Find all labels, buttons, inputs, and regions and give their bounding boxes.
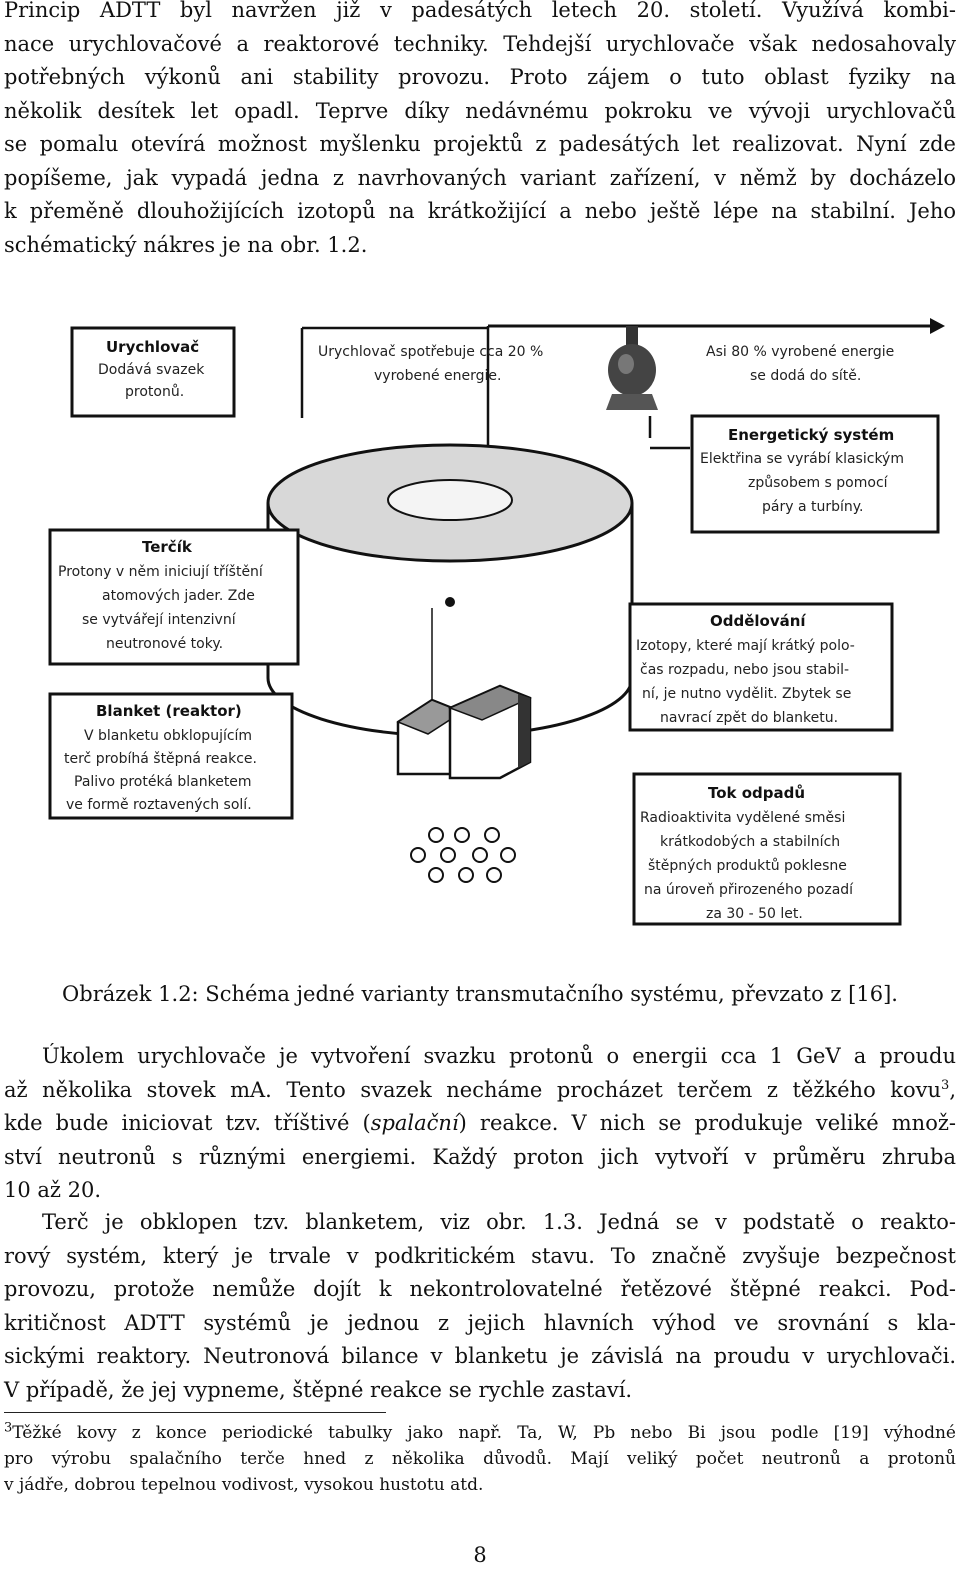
grid-note-line: se dodá do sítě.: [750, 368, 861, 384]
footnote-marker: 3: [941, 1077, 950, 1093]
text-line: potřebných výkonů ani stability provozu.…: [4, 65, 956, 89]
paragraph-blanket: Terč je obklopen tzv. blanketem, viz obr…: [4, 1206, 956, 1407]
text-span: až několika stovek mA. Tento svazek nech…: [4, 1077, 942, 1102]
accelerator-title: Urychlovač: [106, 338, 199, 356]
text-line: nace urychlovačové a reaktorové techniky…: [4, 31, 956, 56]
footnote-number: 3: [4, 1420, 13, 1436]
target-line: se vytvářejí intenzivní: [82, 612, 237, 628]
text-line: popíšeme, jak vypadá jedna z navrhovanýc…: [4, 165, 956, 190]
target-line: atomových jader. Zde: [102, 588, 255, 604]
target-box: Terčík Protony v něm iniciují tříštění a…: [48, 528, 300, 666]
text-line: Princip ADTT byl navržen již v padesátýc…: [4, 0, 956, 22]
text-line: Terč je obklopen tzv. blanketem, viz obr…: [42, 1210, 956, 1234]
blanket-drum: [266, 443, 634, 738]
consumption-note-line: Urychlovač spotřebuje cca 20 %: [318, 344, 543, 360]
waste-box: Tok odpadů Radioaktivita vydělené směsi …: [632, 772, 902, 926]
separation-line: navrací zpět do blanketu.: [660, 710, 838, 726]
text-line: sickými reaktory. Neutronová bilance v b…: [4, 1344, 956, 1368]
blanket-box: Blanket (reaktor) V blanketu obklopující…: [48, 692, 294, 820]
text-span: Těžké kovy z konce periodické tabulky ja…: [12, 1423, 956, 1443]
separation-line: Izotopy, které mají krátký polo-: [636, 638, 855, 654]
transmutation-system-diagram: Urychlovač Dodává svazek protonů. Urychl…: [48, 318, 945, 926]
text-line: V případě, že jej vypneme, štěpné reakce…: [4, 1377, 633, 1402]
text-line: až několika stovek mA. Tento svazek nech…: [4, 1077, 956, 1102]
text-line: provozu, protože nemůže dojít k nekontro…: [4, 1277, 956, 1301]
text-line: k přeměně dlouhožijících izotopů na krát…: [4, 199, 956, 223]
waste-line: za 30 - 50 let.: [706, 906, 803, 922]
blanket-line: V blanketu obklopujícím: [84, 728, 252, 744]
waste-title: Tok odpadů: [708, 784, 805, 802]
target-line: neutronové toky.: [106, 636, 223, 652]
text-line: kde bude iniciovat tzv. tříštivé (spalač…: [4, 1107, 956, 1141]
accelerator-line: protonů.: [125, 384, 184, 400]
text-line: několik desítek let opadl. Teprve díky n…: [4, 98, 956, 123]
separation-line: čas rozpadu, nebo jsou stabil-: [640, 662, 849, 678]
energy-system-line: páry a turbíny.: [762, 499, 864, 515]
consumption-note-line: vyrobené energie.: [374, 368, 501, 384]
text-line: ství neutronů s různými energiemi. Každý…: [4, 1144, 956, 1169]
energy-system-title: Energetický systém: [728, 426, 894, 444]
energy-flow-arrowhead: [930, 318, 945, 334]
intro-paragraph: Princip ADTT byl navržen již v padesátýc…: [4, 0, 956, 262]
text-line: rový systém, který je trvale v podkritic…: [4, 1243, 956, 1268]
footnote-line: v jádře, dobrou tepelnou vodivost, vysok…: [4, 1475, 484, 1495]
target-dot: [445, 597, 455, 607]
footnote-line: pro výrobu spalačního terče hned z někol…: [4, 1449, 956, 1469]
figure-caption: Obrázek 1.2: Schéma jedné varianty trans…: [62, 982, 898, 1006]
text-line: 10 až 20.: [4, 1178, 102, 1202]
separation-line: ní, je nutno vydělit. Zbytek se: [642, 686, 851, 702]
accelerator-box: Urychlovač Dodává svazek protonů.: [70, 326, 236, 418]
target-line: Protony v něm iniciují tříštění: [58, 564, 264, 580]
energy-system-line: Elektřina se vyrábí klasickým: [700, 451, 904, 467]
waste-particles: [410, 827, 516, 883]
text-line: Úkolem urychlovače je vytvoření svazku p…: [42, 1044, 956, 1068]
emphasis-term: spalační: [370, 1111, 459, 1135]
waste-line: na úroveň přirozeného pozadí: [644, 882, 854, 898]
blanket-line: ve formě roztavených solí.: [66, 797, 252, 813]
accelerator-line: Dodává svazek: [98, 362, 205, 378]
footnote-rule: [4, 1412, 386, 1413]
text-line: se pomalu otevírá možnost myšlenku proje…: [4, 132, 956, 156]
page-number: 8: [473, 1543, 487, 1567]
target-title: Terčík: [142, 538, 193, 556]
footnote: 3Těžké kovy z konce periodické tabulky j…: [4, 1420, 956, 1498]
text-span: kde bude iniciovat tzv. tříštivé (: [4, 1111, 371, 1135]
text-span: ) reakce. V nich se produkuje veliké mno…: [458, 1111, 956, 1135]
waste-line: krátkodobých a stabilních: [660, 834, 840, 850]
footnote-line: 3Těžké kovy z konce periodické tabulky j…: [4, 1420, 956, 1446]
waste-line: štěpných produktů poklesne: [648, 858, 847, 874]
separation-box: Oddělování Izotopy, které mají krátký po…: [628, 602, 894, 732]
blanket-line: Palivo protéká blanketem: [74, 774, 252, 790]
text-line: kritičnost ADTT systémů je jednou z jeji…: [4, 1310, 956, 1335]
grid-note-line: Asi 80 % vyrobené energie: [706, 344, 894, 360]
paragraph-accelerator: Úkolem urychlovače je vytvoření svazku p…: [4, 1040, 956, 1208]
blanket-line: terč probíhá štěpná reakce.: [64, 751, 257, 767]
waste-line: Radioaktivita vydělené směsi: [640, 810, 845, 826]
energy-system-box: Energetický systém Elektřina se vyrábí k…: [690, 414, 940, 534]
blanket-title: Blanket (reaktor): [96, 702, 242, 720]
generator-icon: [606, 326, 658, 410]
separation-title: Oddělování: [710, 612, 806, 630]
text-line: schématický nákres je na obr. 1.2.: [4, 232, 368, 257]
energy-system-line: způsobem s pomocí: [748, 475, 889, 491]
separation-units: [396, 608, 532, 780]
